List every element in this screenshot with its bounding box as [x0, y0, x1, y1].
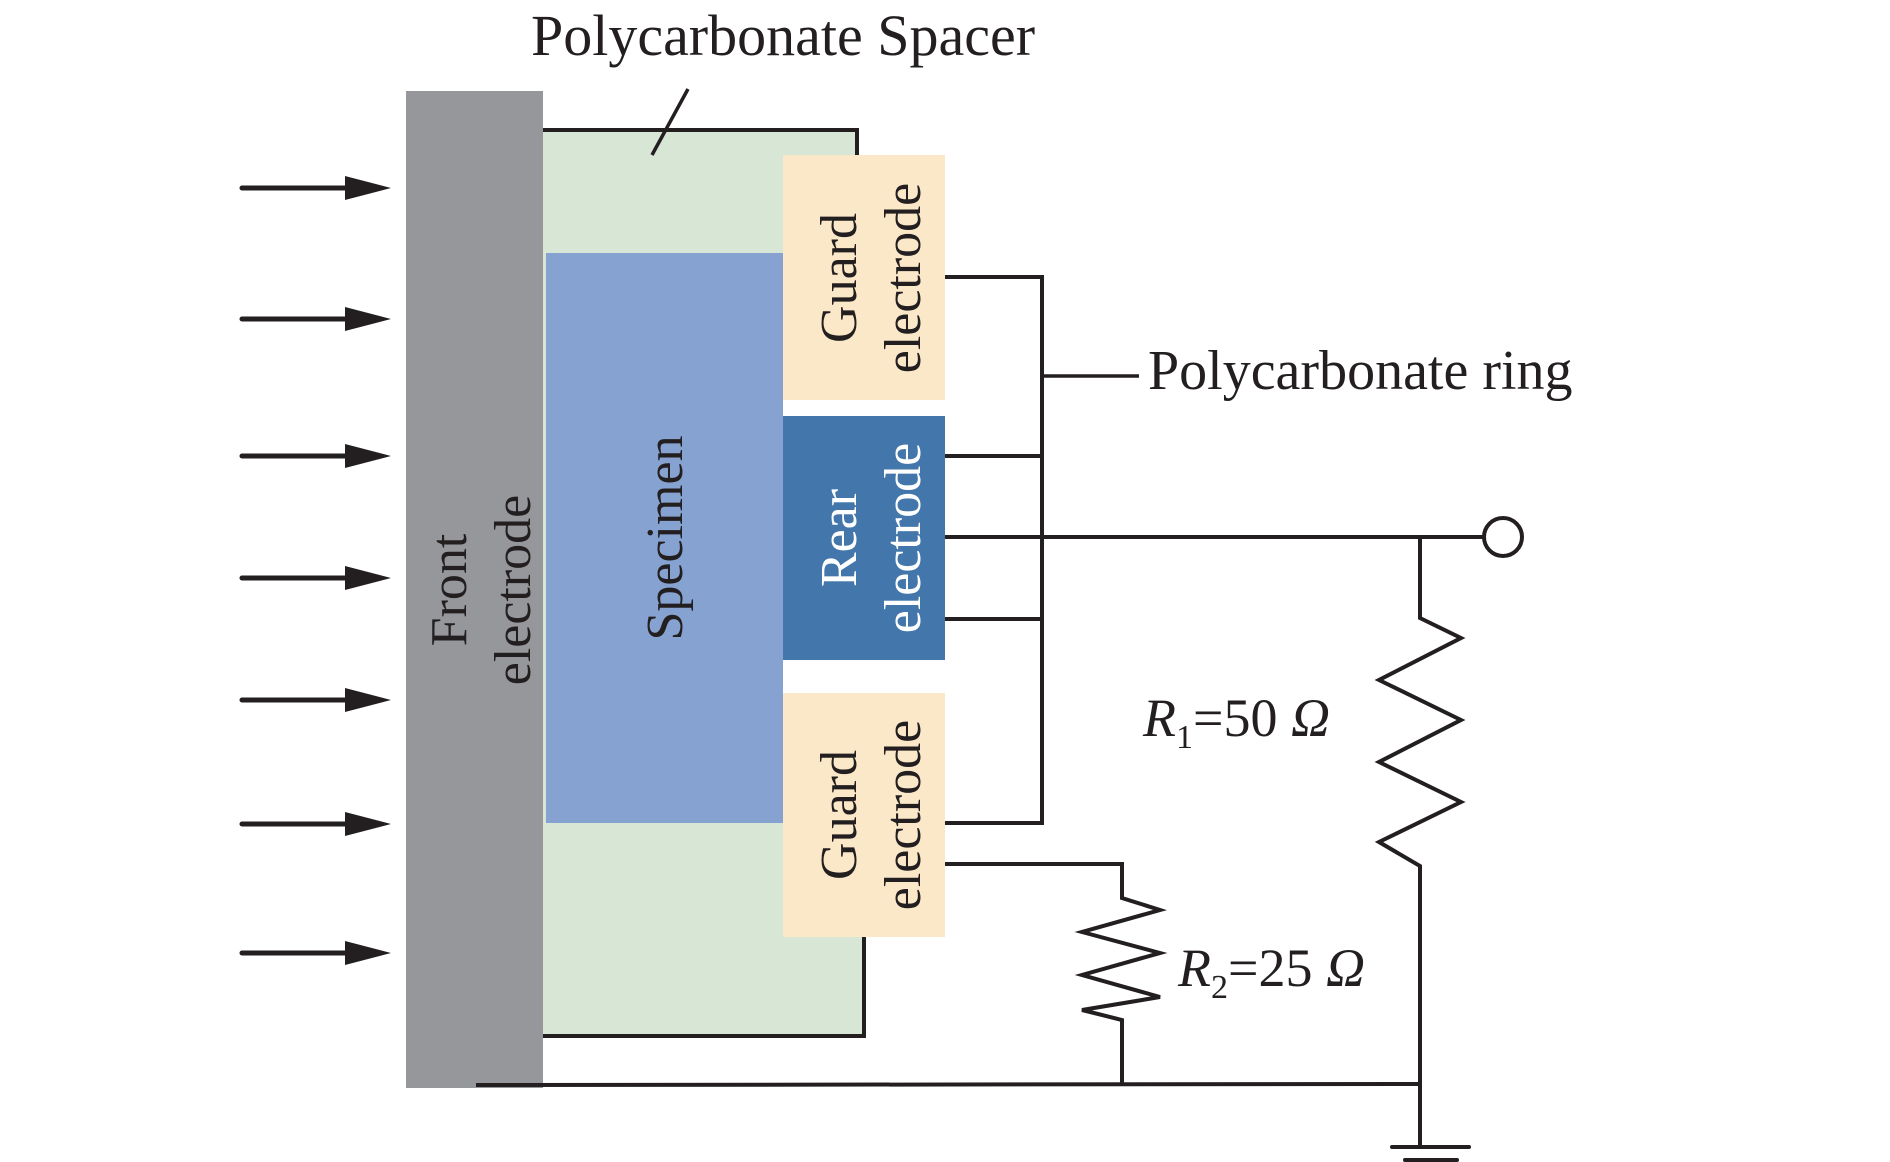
r1-label: R1=50 Ω: [1142, 688, 1330, 756]
arrow-head-icon: [345, 566, 391, 590]
guard-electrode-top-label: Guard electrode: [811, 183, 932, 374]
specimen: [546, 253, 783, 823]
svg-text:electrode: electrode: [485, 495, 542, 686]
arrow-head-icon: [345, 307, 391, 331]
arrow-head-icon: [345, 688, 391, 712]
specimen-label: Specimen: [637, 435, 694, 640]
svg-text:electrode: electrode: [875, 183, 932, 374]
arrow-head-icon: [345, 444, 391, 468]
svg-text:electrode: electrode: [875, 720, 932, 911]
incident-arrows: [239, 176, 391, 965]
front-electrode: [406, 91, 543, 1088]
svg-text:electrode: electrode: [875, 443, 932, 634]
spacer-leader-line: [650, 88, 690, 156]
spacer-label: Polycarbonate Spacer: [531, 3, 1035, 68]
svg-text:Front: Front: [421, 533, 478, 646]
resistor-r2: [945, 862, 1168, 1084]
ground-icon: [1390, 1145, 1471, 1162]
guard-electrode-bottom: [783, 693, 945, 937]
arrow-head-icon: [345, 812, 391, 836]
front-electrode-label: Front electrode: [421, 495, 542, 686]
arrow-head-icon: [345, 176, 391, 200]
rear-electrode-label: Rear electrode: [811, 443, 932, 634]
r2-label: R2=25 Ω: [1177, 938, 1365, 1006]
svg-text:Specimen: Specimen: [637, 435, 694, 640]
spacer-outline-bottom: [543, 937, 866, 1038]
spacer-outline: [543, 128, 859, 155]
ground-wire: [475, 1082, 1421, 1087]
guard-electrode-bottom-label: Guard electrode: [811, 720, 932, 911]
resistor-r1: [1374, 537, 1466, 1084]
rear-electrode: [783, 416, 945, 660]
svg-text:Guard: Guard: [811, 213, 868, 343]
ring-label: Polycarbonate ring: [1148, 340, 1573, 402]
output-terminal[interactable]: [1482, 516, 1524, 558]
svg-text:Guard: Guard: [811, 750, 868, 880]
guard-electrode-top: [783, 155, 945, 400]
arrow-head-icon: [345, 941, 391, 965]
ring-bus-wires: [945, 275, 1139, 825]
svg-text:Rear: Rear: [811, 489, 868, 587]
